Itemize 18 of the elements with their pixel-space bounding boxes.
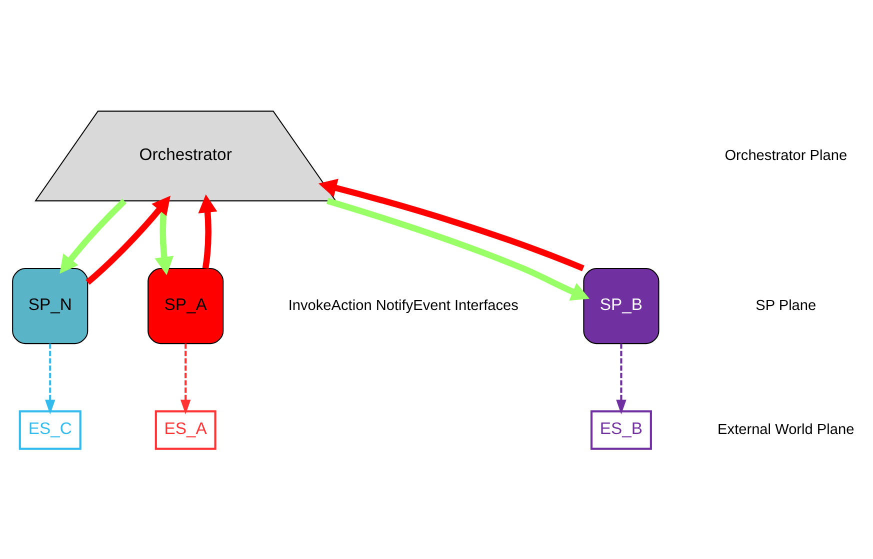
arrow [198,194,218,268]
node-box: SP_A [148,268,224,344]
node-box: ES_C [18,410,82,450]
arrow [60,198,127,274]
label: InvokeAction NotifyEvent Interfaces [288,297,518,314]
arrow [86,195,170,284]
label: External World Plane [718,421,854,438]
node-box: ES_B [590,410,652,450]
arrow [326,197,590,300]
arrow [180,343,191,414]
label: Orchestrator Plane [724,147,848,164]
node-box: ES_A [154,410,216,450]
node-box: SP_N [12,268,88,344]
node-box: SP_B [583,268,660,344]
label: SP Plane [756,297,816,314]
arrow [318,178,584,271]
arrow [45,343,56,414]
arrow [616,343,626,414]
